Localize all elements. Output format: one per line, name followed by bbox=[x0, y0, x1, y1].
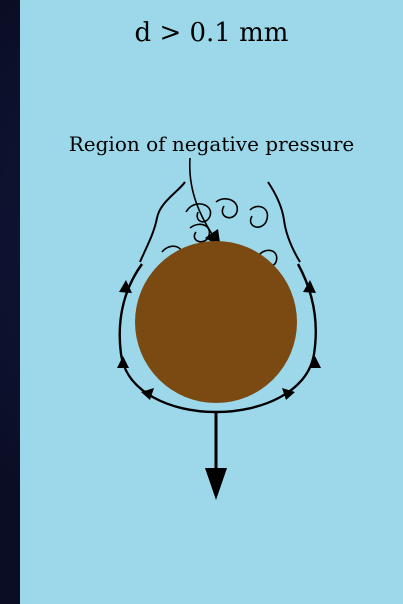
eddy-top-left bbox=[185, 203, 212, 223]
sediment-particle bbox=[135, 241, 297, 403]
flow-arrow-left-mid bbox=[117, 356, 129, 368]
particle-flow-diagram bbox=[117, 157, 321, 500]
flow-arrow-right-bottom bbox=[282, 388, 295, 400]
right-wake-boundary bbox=[267, 181, 301, 263]
flow-arrow-left-top bbox=[119, 280, 132, 293]
label-pointer-arrow bbox=[188, 157, 221, 247]
negative-pressure-label: Region of negative pressure bbox=[68, 132, 355, 156]
diagram-title: d > 0.1 mm bbox=[134, 18, 289, 48]
settling-direction-arrowhead bbox=[205, 468, 227, 500]
eddy-mid-left bbox=[189, 223, 211, 243]
left-wake-boundary bbox=[139, 181, 186, 263]
eddy-top-center bbox=[215, 198, 239, 219]
diagram-panel: d > 0.1 mm Region of negative pressure bbox=[20, 0, 403, 604]
flow-arrow-left-bottom bbox=[141, 388, 154, 400]
flow-arrow-right-mid bbox=[309, 356, 321, 368]
flow-arrow-right-top bbox=[303, 280, 316, 293]
eddy-top-right bbox=[249, 205, 269, 228]
